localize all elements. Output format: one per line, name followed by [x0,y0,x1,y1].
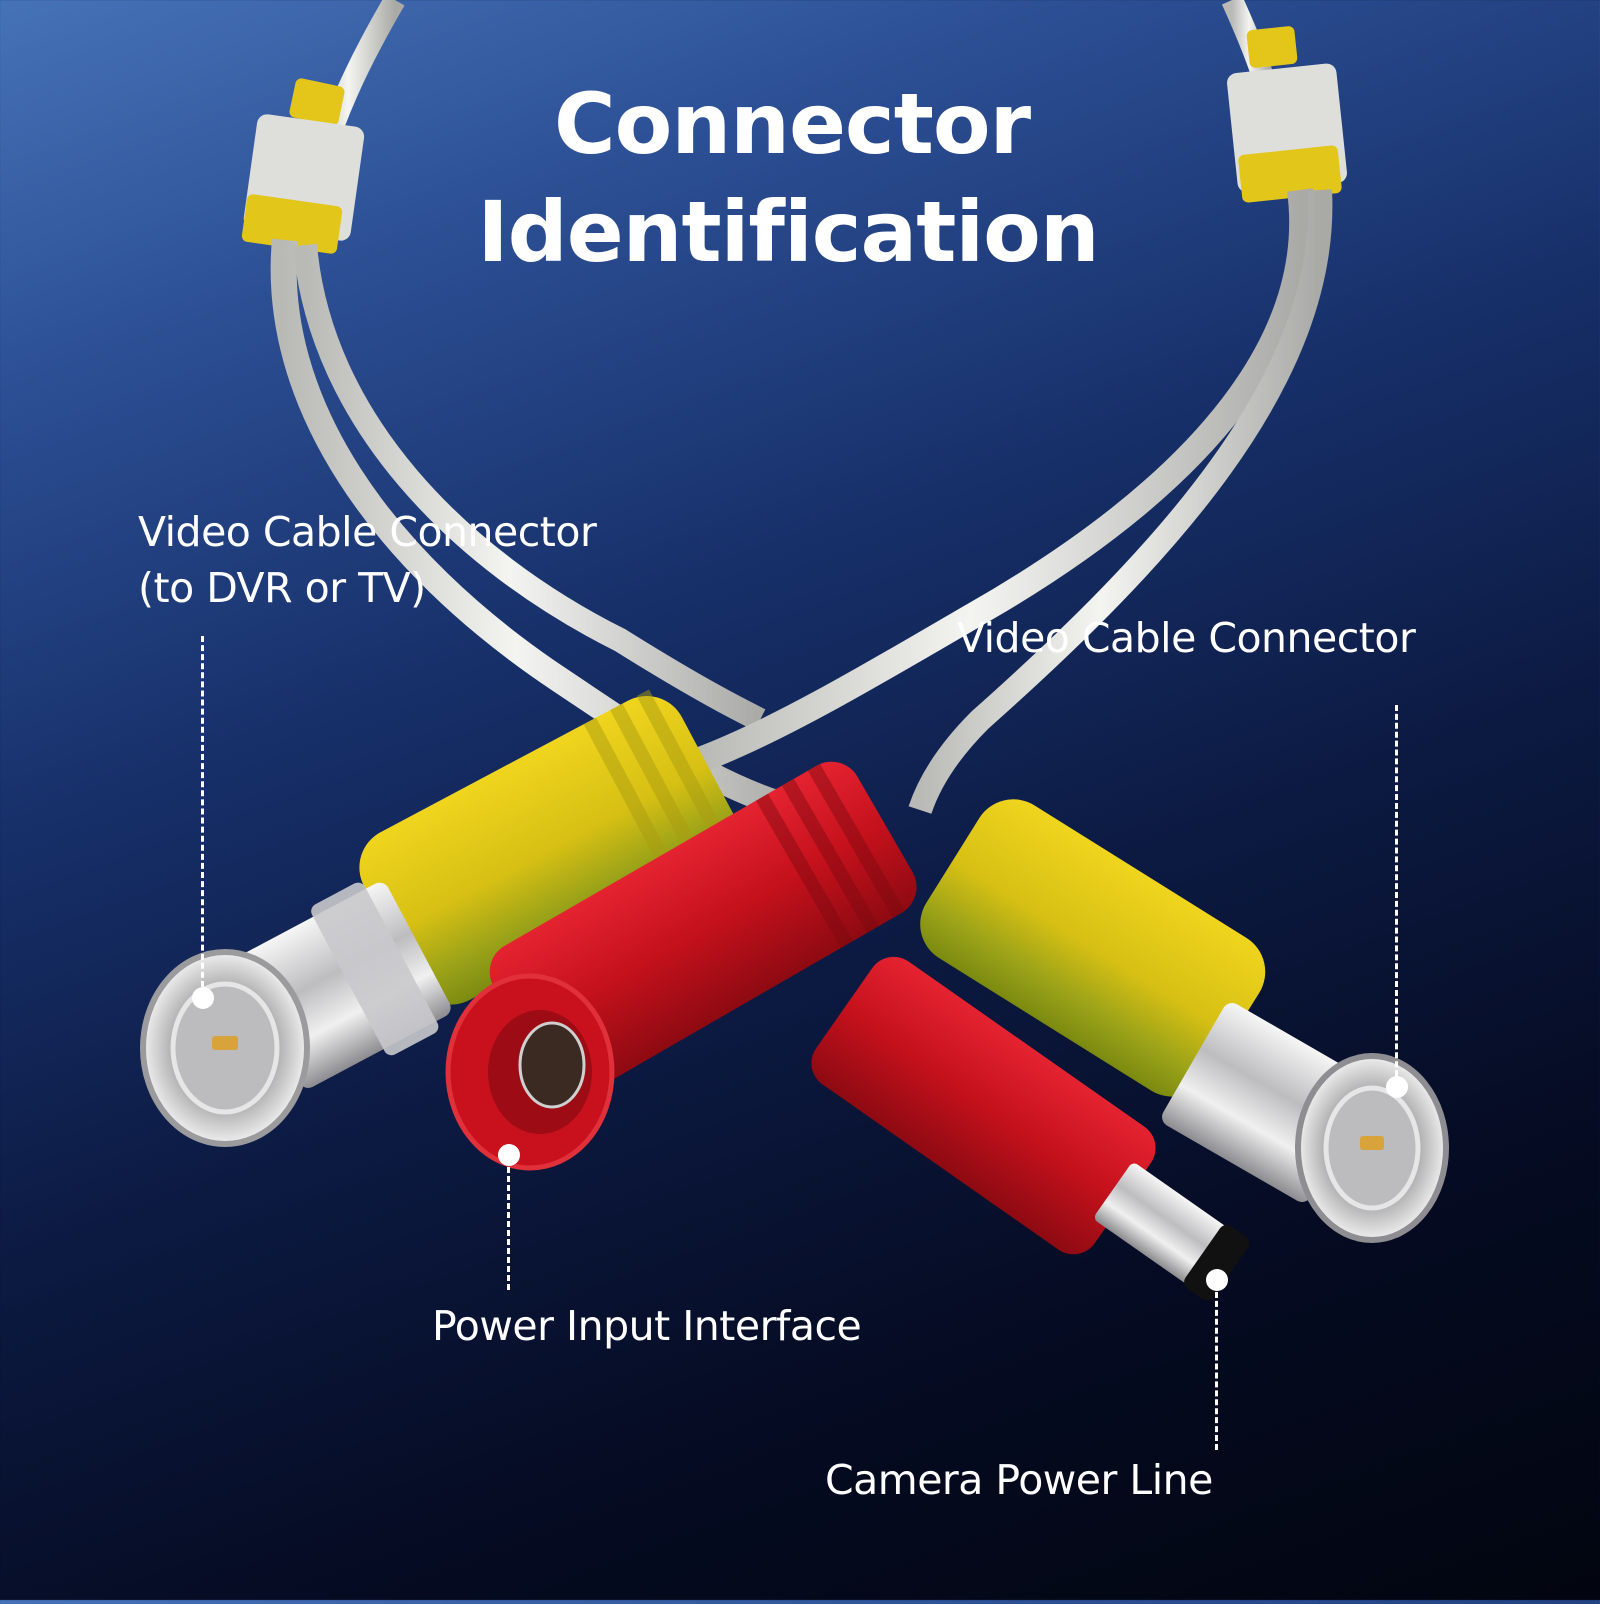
right-splitter [1227,26,1347,203]
callout-label-camera-power: Camera Power Line [825,1456,1213,1504]
callout-text-line: (to DVR or TV) [138,564,426,612]
callout-line-video-left [201,636,204,996]
callout-line-video-right [1395,705,1398,1085]
callout-dot-camera-power [1206,1269,1228,1291]
callout-label-video-left: Video Cable Connector (to DVR or TV) [138,504,597,616]
callout-text-line: Video Cable Connector [138,508,597,556]
left-splitter [241,78,365,254]
callout-dot-power-input [498,1144,520,1166]
left-video-connector-boot [359,689,739,1005]
callout-line-power-input [507,1158,510,1290]
right-video-connector-boot [920,799,1266,1097]
page-title-line-1: Connector [553,75,1031,173]
red-power-male-body [811,956,1156,1255]
callout-dot-video-left [192,987,214,1009]
callout-label-power-input: Power Input Interface [432,1302,862,1350]
callout-line-camera-power [1215,1283,1218,1450]
callout-dot-video-right [1386,1076,1408,1098]
callout-label-video-right: Video Cable Connector [957,614,1416,662]
page-title-line-2: Identification [477,183,1099,281]
dc-plug-barrel [1094,1163,1250,1301]
